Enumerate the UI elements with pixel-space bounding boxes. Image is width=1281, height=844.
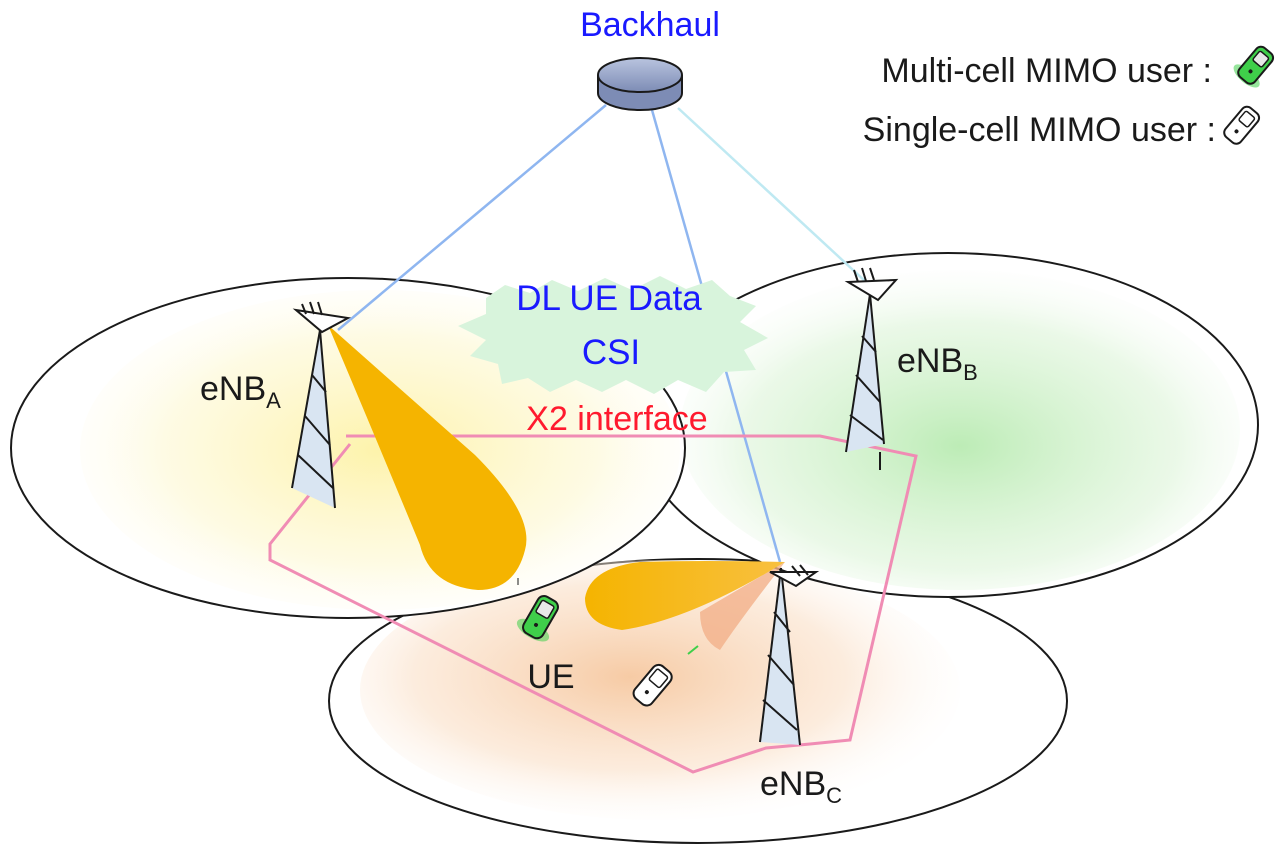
legend-multi-cell-label: Multi-cell MIMO user : (881, 52, 1212, 90)
beam-c (585, 561, 785, 650)
single-cell-signal-mark (687, 645, 699, 655)
beam-a (328, 325, 527, 590)
enb-c-label: eNBC (760, 765, 842, 808)
legend-single-cell-label: Single-cell MIMO user : (863, 111, 1216, 149)
backhaul-link-b (677, 107, 867, 283)
ue-multi-cell-phone-icon (516, 595, 559, 642)
data-cloud (458, 276, 768, 394)
cloud-label-line2: CSI (582, 333, 640, 372)
legend-multi-cell-phone-icon (1233, 45, 1275, 88)
backhaul-node (597, 57, 683, 111)
enb-b-tower-icon (844, 267, 899, 470)
ue-label: UE (527, 658, 574, 696)
cell-b (637, 252, 1259, 598)
cloud-label-line1: DL UE Data (516, 279, 702, 318)
enb-b-label: eNBB (897, 342, 978, 385)
single-cell-phone-icon (632, 663, 673, 707)
backhaul-link-a (337, 104, 607, 331)
enb-a-tower-icon (291, 301, 352, 509)
legend-single-cell-phone-icon (1223, 105, 1261, 145)
backhaul-label: Backhaul (580, 6, 720, 44)
x2-interface-label: X2 interface (526, 400, 707, 438)
enb-c-tower-icon (759, 564, 820, 746)
enb-a-label: eNBA (200, 370, 281, 413)
